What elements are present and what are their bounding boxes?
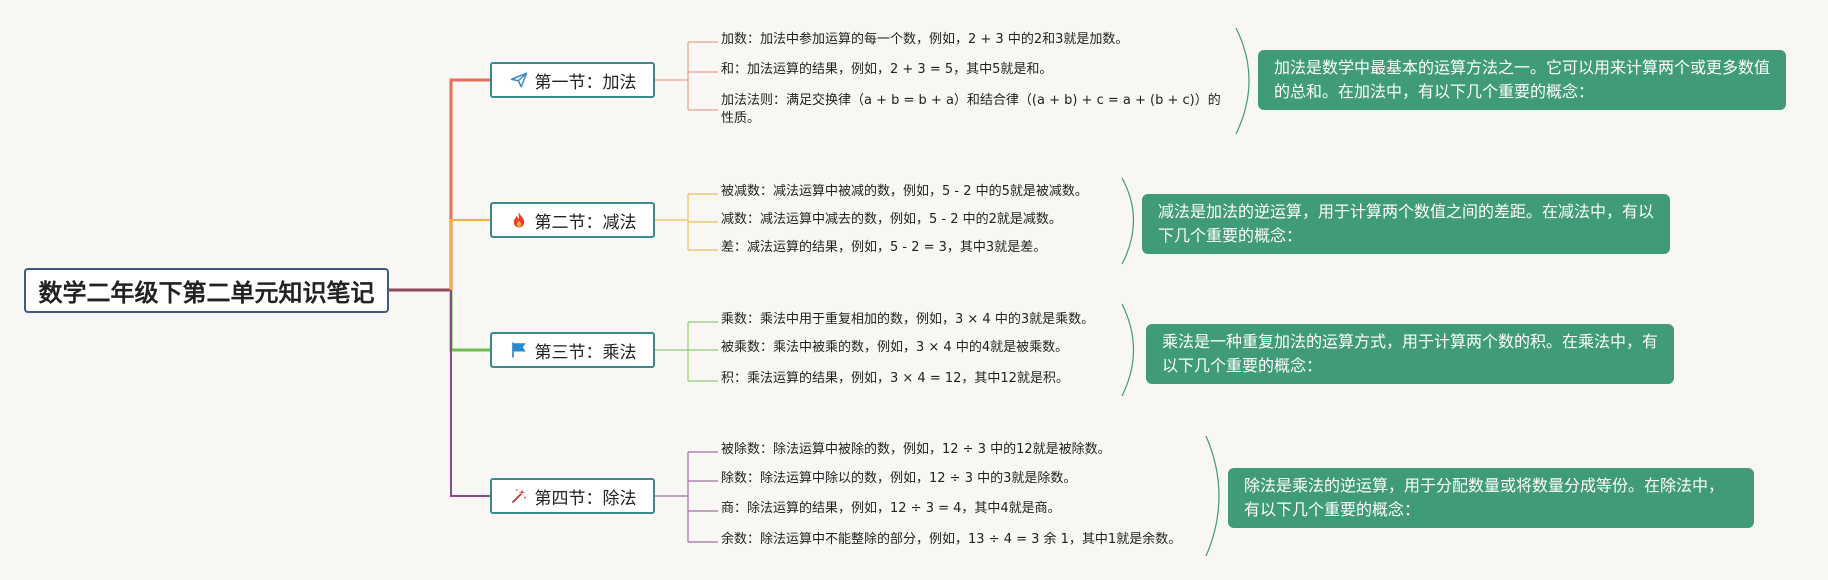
leaf-item-4-4: 余数：除法运算中不能整除的部分，例如，13 ÷ 4 = 3 余 1，其中1就是余…	[721, 532, 1182, 547]
leaf-item-1-1: 加数：加法中参加运算的每一个数，例如，2 + 3 中的2和3就是加数。	[721, 32, 1129, 47]
leaf-item-4-3: 商：除法运算的结果，例如，12 ÷ 3 = 4，其中4就是商。	[721, 501, 1061, 516]
branch-line-3	[449, 290, 490, 352]
summary-box-1: 加法是数学中最基本的运算方法之一。它可以用来计算两个或更多数值的总和。在加法中，…	[1258, 50, 1786, 110]
summary-bracket-4	[1205, 435, 1220, 557]
branch-line-2	[450, 219, 490, 290]
root-title: 数学二年级下第二单元知识笔记	[38, 279, 375, 307]
flag-icon	[509, 340, 529, 360]
section-node-1[interactable]: 第一节：加法	[490, 62, 655, 98]
leaf-connectors-4	[655, 451, 718, 543]
leaf-item-3-2: 被乘数：乘法中被乘的数，例如，3 × 4 中的4就是被乘数。	[721, 340, 1069, 355]
fire-icon	[509, 210, 529, 230]
summary-bracket-3	[1121, 303, 1135, 397]
leaf-connectors-1	[655, 41, 718, 111]
leaf-item-2-2: 减数：减法运算中减去的数，例如，5 - 2 中的2就是减数。	[721, 212, 1062, 227]
leaf-item-4-1: 被除数：除法运算中被除的数，例如，12 ÷ 3 中的12就是被除数。	[721, 442, 1111, 457]
leaf-connectors-3	[655, 321, 718, 382]
leaf-item-1-3: 加法法则：满足交换律（a + b = b + a）和结合律（(a + b) + …	[721, 93, 1221, 126]
summary-bracket-1	[1235, 27, 1250, 135]
root-node[interactable]: 数学二年级下第二单元知识笔记	[24, 268, 389, 313]
section-title-3: 第三节：乘法	[534, 342, 637, 363]
magic-wand-icon	[509, 486, 529, 506]
paper-plane-icon	[509, 70, 529, 90]
summary-box-3: 乘法是一种重复加法的运算方式，用于计算两个数的积。在乘法中，有以下几个重要的概念…	[1146, 324, 1674, 384]
leaf-item-1-2: 和：加法运算的结果，例如，2 + 3 = 5，其中5就是和。	[721, 62, 1053, 77]
section-title-2: 第二节：减法	[534, 212, 637, 233]
branch-line-4	[450, 290, 490, 497]
leaf-item-4-2: 除数：除法运算中除以的数，例如，12 ÷ 3 中的3就是除数。	[721, 471, 1077, 486]
leaf-item-2-1: 被减数：减法运算中被减的数，例如，5 - 2 中的5就是被减数。	[721, 184, 1088, 199]
leaf-item-3-1: 乘数：乘法中用于重复相加的数，例如，3 × 4 中的3就是乘数。	[721, 312, 1095, 327]
section-node-2[interactable]: 第二节：减法	[490, 202, 655, 238]
section-title-4: 第四节：除法	[534, 488, 637, 509]
leaf-connectors-2	[655, 193, 718, 251]
leaf-item-3-3: 积：乘法运算的结果，例如，3 × 4 = 12，其中12就是积。	[721, 371, 1069, 386]
summary-box-4: 除法是乘法的逆运算，用于分配数量或将数量分成等份。在除法中，有以下几个重要的概念…	[1228, 468, 1754, 528]
section-node-4[interactable]: 第四节：除法	[490, 478, 655, 514]
section-node-3[interactable]: 第三节：乘法	[490, 332, 655, 368]
section-title-1: 第一节：加法	[534, 72, 637, 93]
summary-box-2: 减法是加法的逆运算，用于计算两个数值之间的差距。在减法中，有以下几个重要的概念：	[1142, 194, 1670, 254]
leaf-item-2-3: 差：减法运算的结果，例如，5 - 2 = 3，其中3就是差。	[721, 240, 1047, 255]
branch-line-1	[449, 78, 490, 290]
summary-bracket-2	[1121, 177, 1135, 265]
